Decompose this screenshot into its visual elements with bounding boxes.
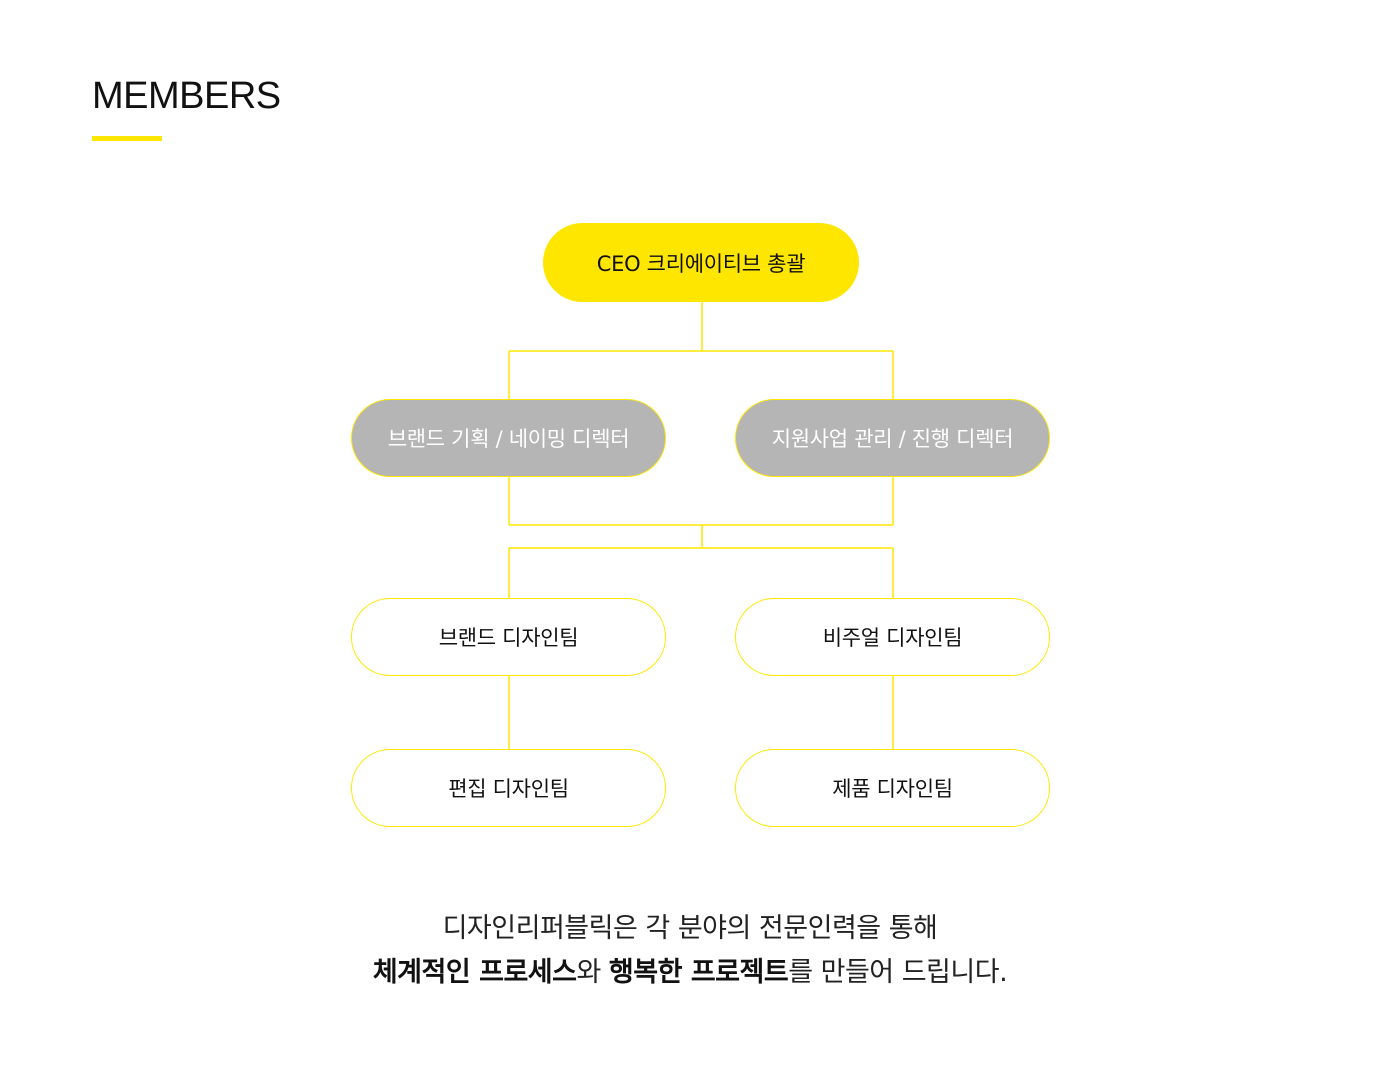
tagline-bold-process: 체계적인 프로세스 — [372, 957, 577, 988]
team-node-brand-design: 브랜드 디자인팀 — [351, 598, 666, 676]
tagline-text-and: 와 — [576, 957, 609, 988]
ceo-node: CEO 크리에이티브 총괄 — [543, 223, 859, 302]
team-node-visual-design: 비주얼 디자인팀 — [735, 598, 1050, 676]
tagline-bold-project: 행복한 프로젝트 — [608, 957, 789, 988]
team-node-product-design: 제품 디자인팀 — [735, 749, 1050, 827]
title-underline — [92, 136, 162, 141]
tagline-line-1: 디자인리퍼블릭은 각 분야의 전문인력을 통해 — [442, 913, 938, 944]
team-node-editorial-design: 편집 디자인팀 — [351, 749, 666, 827]
page-title: MEMBERS — [92, 75, 281, 117]
director-node-brand-planning: 브랜드 기획 / 네이밍 디렉터 — [351, 399, 666, 477]
tagline-text-end: 를 만들어 드립니다. — [788, 957, 1008, 988]
tagline-line-2: 체계적인 프로세스와 행복한 프로젝트를 만들어 드립니다. — [0, 953, 1380, 993]
director-node-support-projects: 지원사업 관리 / 진행 디렉터 — [735, 399, 1050, 477]
